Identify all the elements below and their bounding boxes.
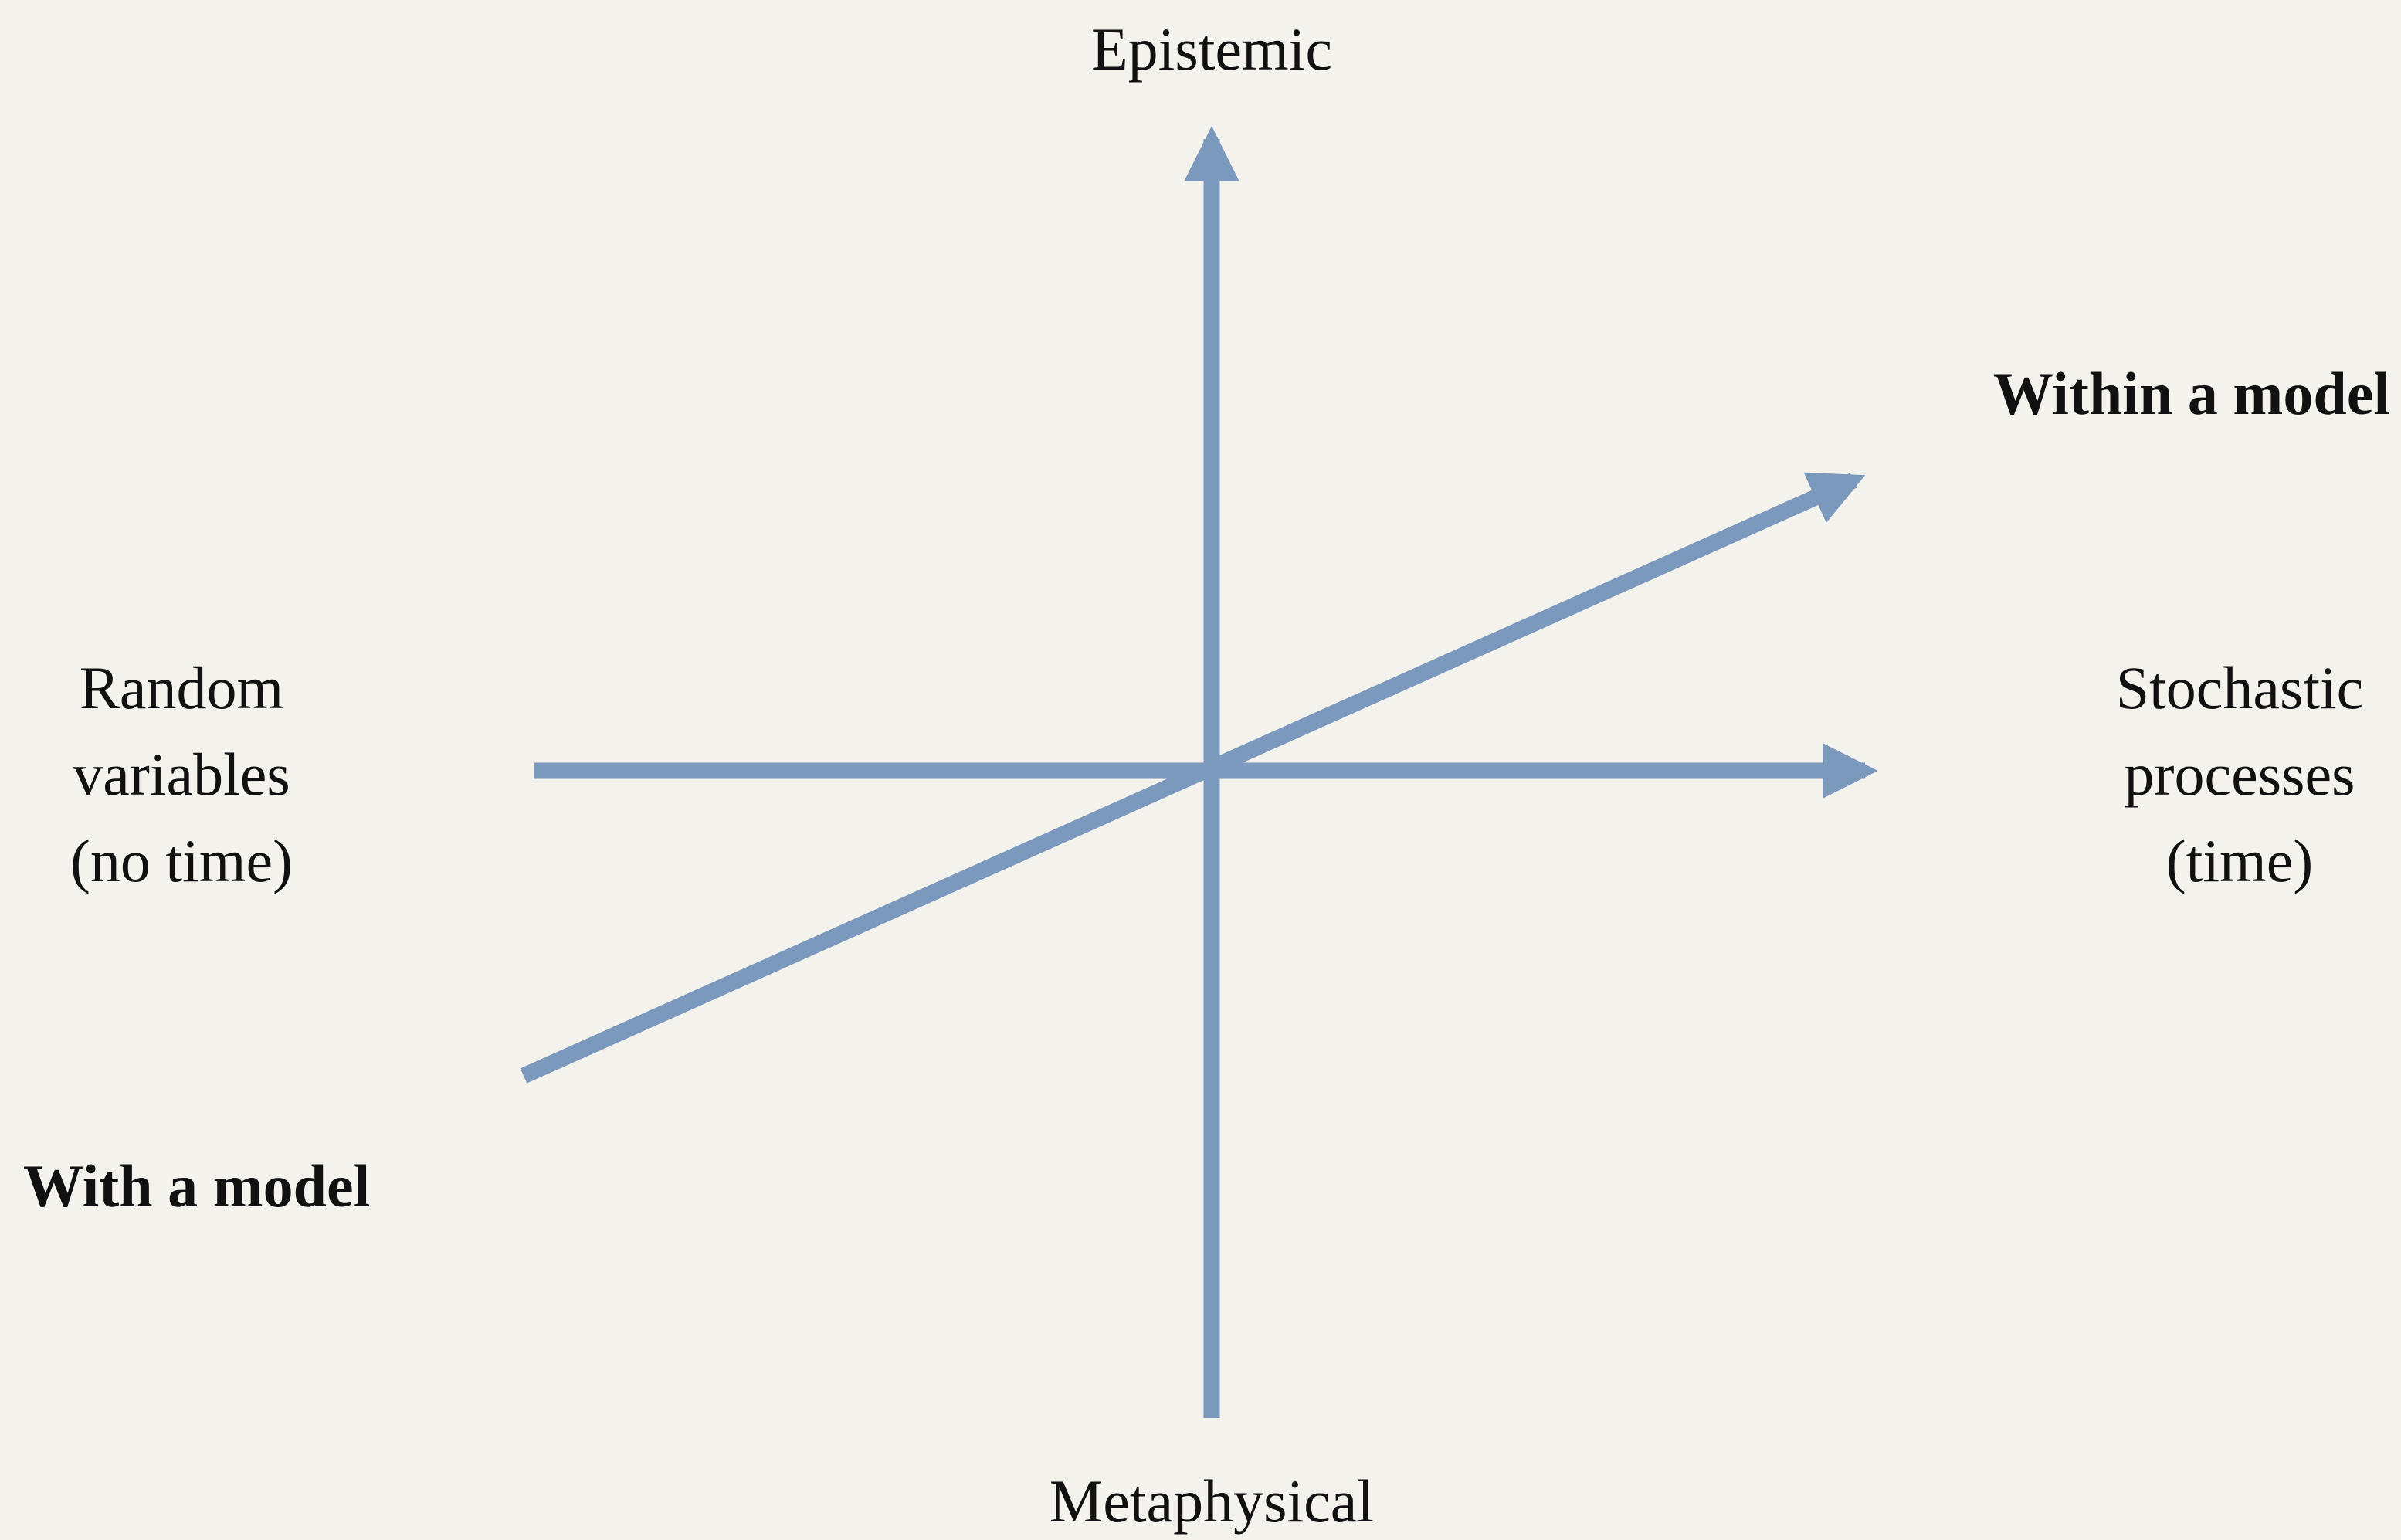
left-axis-label-line-1: Random bbox=[79, 654, 284, 721]
bottom-axis-label: Metaphysical bbox=[1049, 1467, 1375, 1535]
left-axis-label-line-2: variables bbox=[73, 741, 290, 808]
right-axis-label-line-3: (time) bbox=[2165, 827, 2314, 894]
diagonal-axis-arrow bbox=[520, 472, 1866, 1084]
top-axis-label: Epistemic bbox=[1091, 15, 1332, 83]
diagonal-lower-label: With a model bbox=[23, 1152, 371, 1219]
right-axis-label-line-2: processes bbox=[2124, 741, 2355, 808]
diagonal-upper-label: Within a model bbox=[1992, 360, 2390, 427]
right-axis-label: Stochastic processes (time) bbox=[2054, 645, 2401, 904]
right-axis-label-line-1: Stochastic bbox=[2115, 654, 2364, 721]
left-axis-label-line-3: (no time) bbox=[70, 827, 293, 894]
left-axis-label: Random variables (no time) bbox=[0, 645, 363, 904]
